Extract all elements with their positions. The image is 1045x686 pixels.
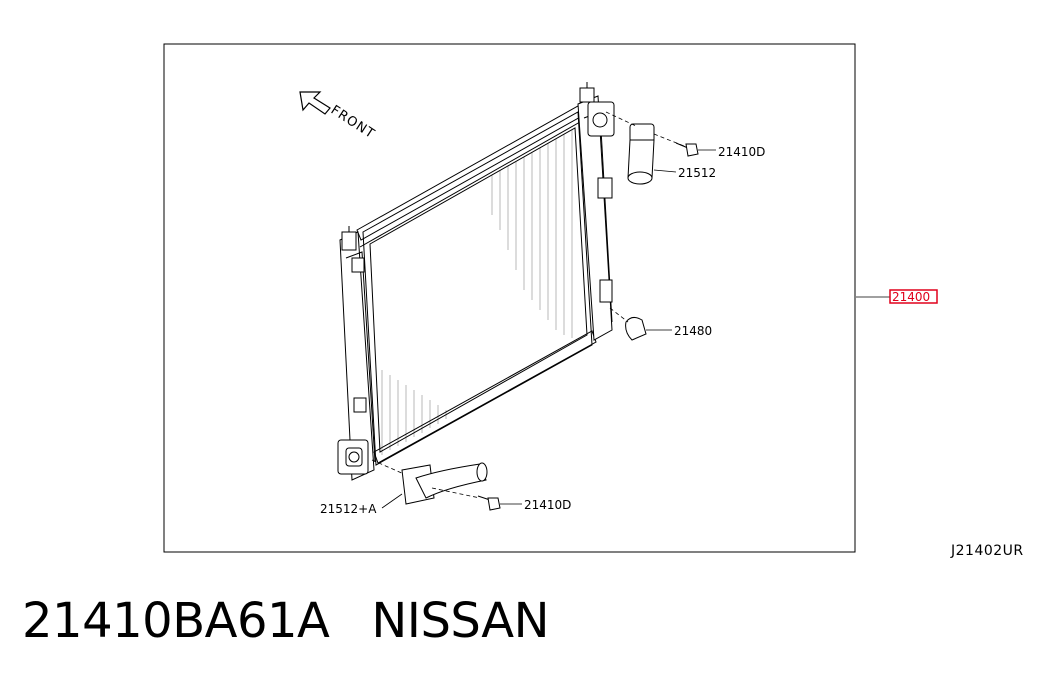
lower-bolt-icon xyxy=(477,495,501,511)
callout-hose-bottom: 21512+A xyxy=(320,502,377,516)
leader-lines xyxy=(381,149,890,509)
reference-code: J21402UR xyxy=(951,543,1024,559)
bracket-icon xyxy=(625,316,647,341)
front-arrow-icon xyxy=(299,91,331,115)
diagram-frame xyxy=(163,43,856,553)
front-label: FRONT xyxy=(328,103,378,142)
upper-bolt-icon xyxy=(675,142,699,157)
part-number: 21410BA61A xyxy=(22,593,330,649)
callout-bracket: 21480 xyxy=(674,324,712,338)
callout-hose-top: 21512 xyxy=(678,166,716,180)
callout-bolt-top: 21410D xyxy=(718,145,765,159)
right-tank-fittings xyxy=(579,82,615,303)
assembly-highlight-box xyxy=(889,289,938,304)
brand-name: NISSAN xyxy=(371,593,550,649)
lower-hose xyxy=(401,462,488,505)
connection-lines xyxy=(371,111,685,499)
upper-hose xyxy=(627,123,655,185)
callout-bolt-bottom: 21410D xyxy=(524,498,571,512)
callout-assembly: 21400 xyxy=(892,290,930,304)
left-tank-fittings xyxy=(337,226,369,475)
core-fins xyxy=(381,130,573,455)
radiator-core xyxy=(339,95,613,481)
